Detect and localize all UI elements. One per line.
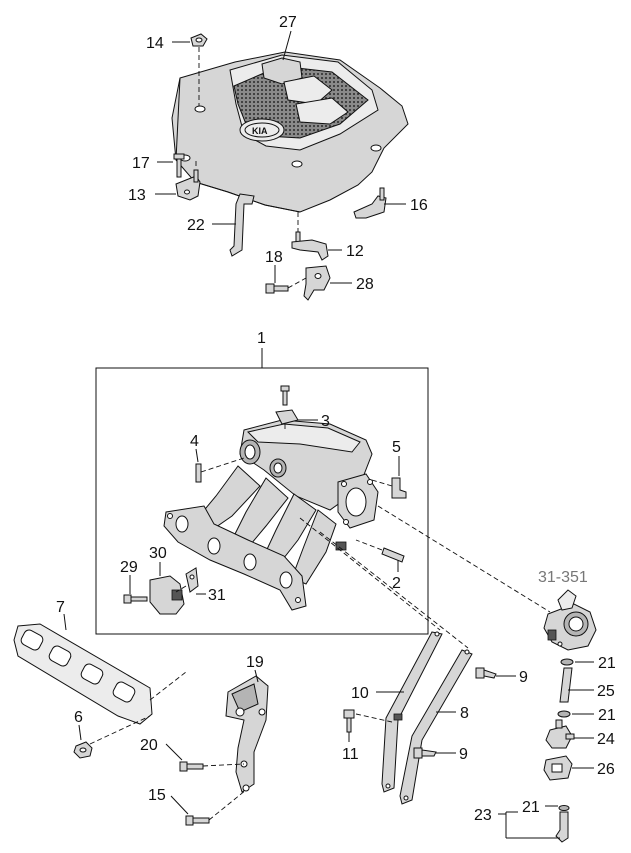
reference-31-351: 31-351 [538,569,588,586]
callout-17: 17 [132,155,150,172]
callout-2: 2 [392,575,401,592]
bracket-31 [185,567,199,593]
screw-29 [123,594,148,604]
callout-25: 25 [597,683,615,700]
stay-8 [399,649,473,805]
stay-10 [381,631,443,793]
callout-21-bottom: 21 [522,799,540,816]
hose-25 [559,667,573,703]
callout-12: 12 [346,243,364,260]
part-28 [303,265,331,301]
stud-2 [381,547,405,563]
callout-1: 1 [257,330,266,347]
callout-16: 16 [410,197,428,214]
callout-3: 3 [321,413,330,430]
callout-29: 29 [120,559,138,576]
callout-19: 19 [246,654,264,671]
callout-20: 20 [140,737,158,754]
gasket-7 [13,623,153,725]
callout-13: 13 [128,187,146,204]
callout-4: 4 [190,433,199,450]
bolt-9-bottom [413,747,437,759]
bracket-19 [225,675,269,793]
callout-21-top: 21 [598,655,616,672]
callout-26: 26 [597,761,615,778]
throttle-body [543,589,597,651]
cover-logo: KIA [252,126,268,136]
bolt-20 [179,761,204,772]
callout-9-top: 9 [519,669,528,686]
bolt-11 [343,709,355,733]
callout-7: 7 [56,599,65,616]
callout-8: 8 [460,705,469,722]
bolt-17 [173,153,185,178]
engine-cover: KIA [171,51,409,213]
callout-28: 28 [356,276,374,293]
callout-10: 10 [351,685,369,702]
callout-31: 31 [208,587,226,604]
fitting-5 [391,477,407,499]
bolt-9-top [475,667,497,679]
callout-11: 11 [342,746,359,763]
clamp-21-bottom [558,805,570,811]
stud-4 [195,463,202,483]
bracket-22 [229,193,255,257]
hose-23 [555,811,569,843]
bracket-16 [353,187,387,219]
callout-14: 14 [146,35,164,52]
callout-9-bottom: 9 [459,746,468,763]
callout-6: 6 [74,709,83,726]
nut-6 [73,741,93,759]
bracket-12 [291,231,329,261]
callout-5: 5 [392,439,401,456]
callout-18: 18 [265,249,283,266]
manifold-group-box [95,367,429,635]
clamp-21-middle [557,710,571,718]
callout-23: 23 [474,807,492,824]
clamp-21-top [560,658,574,666]
bolt-18 [265,283,289,294]
bracket-13 [175,169,201,201]
nut-14 [190,33,208,47]
bracket-26 [543,755,573,781]
callout-30: 30 [149,545,167,562]
bolt-3 [275,385,299,425]
sensor-30 [149,575,185,615]
callout-15: 15 [148,787,166,804]
bolt-15 [185,815,210,826]
callout-27: 27 [279,14,297,31]
valve-24 [545,719,575,749]
callout-24: 24 [597,731,615,748]
callout-22: 22 [187,217,205,234]
intake-manifold [163,419,379,611]
callout-21-middle: 21 [598,707,616,724]
